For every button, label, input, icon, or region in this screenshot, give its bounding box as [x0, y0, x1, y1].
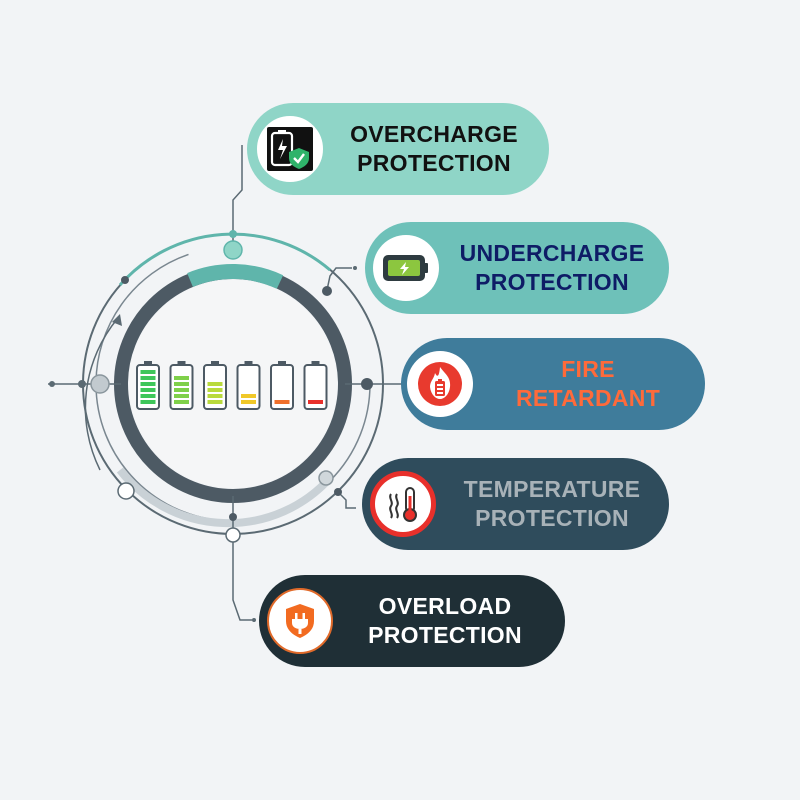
battery-level-segment [174, 394, 189, 398]
fire-line1: FIRE [561, 356, 615, 382]
connector-overcharge [232, 145, 243, 250]
arc-arrowhead [112, 314, 122, 326]
overcharge-line2: PROTECTION [357, 150, 511, 176]
top-small-dot [229, 230, 237, 238]
battery-level-segment [140, 388, 156, 392]
battery-level-segment [140, 376, 156, 380]
fire-icon-circle [407, 351, 473, 417]
battery-level-segment [140, 382, 156, 386]
battery-level-segment [274, 400, 290, 404]
main-ring-teal-segment [187, 264, 284, 289]
battery-level-segment [140, 370, 156, 374]
bottom-dot [229, 513, 237, 521]
battery-levels [136, 361, 328, 410]
battery-shield-icon [267, 127, 313, 171]
undercharge-line1: UNDERCHARGE [459, 240, 645, 266]
upper-left-dot [121, 276, 129, 284]
battery-level-segment [207, 394, 223, 398]
battery-cap [244, 361, 253, 365]
charging-battery-icon [383, 255, 428, 281]
undercharge-node [322, 286, 332, 296]
battery-level-segment [241, 394, 256, 398]
battery-level-segment [308, 400, 323, 404]
overload-protection-card: OVERLOAD PROTECTION [259, 575, 565, 667]
overload-label: OVERLOAD PROTECTION [345, 592, 545, 650]
fire-line2: RETARDANT [515, 385, 661, 411]
connector-undercharge [326, 267, 352, 291]
undercharge-label: UNDERCHARGE PROTECTION [445, 239, 659, 297]
plug-shield-icon [286, 604, 314, 638]
temperature-icon-circle [370, 471, 436, 537]
battery-cap [278, 361, 286, 365]
left-arc-arrow [84, 317, 119, 471]
overcharge-protection-card: OVERCHARGE PROTECTION [247, 103, 549, 195]
left-dot [78, 380, 86, 388]
outer-ring-teal-arc [118, 232, 331, 286]
connector-temperature [337, 491, 356, 509]
bottom-node [225, 527, 241, 543]
overcharge-line1: OVERCHARGE [350, 121, 518, 147]
battery-cap [211, 361, 219, 365]
top-node [223, 240, 243, 260]
undercharge-protection-card: UNDERCHARGE PROTECTION [365, 222, 669, 314]
lower-left-node [117, 482, 135, 500]
battery-level-segment [140, 400, 156, 404]
battery-level-segment [207, 400, 223, 404]
battery-cap [144, 361, 152, 365]
connector-overload [232, 496, 252, 621]
temperature-label: TEMPERATURE PROTECTION [442, 475, 662, 533]
temperature-protection-card: TEMPERATURE PROTECTION [362, 458, 669, 550]
undercharge-icon-circle [373, 235, 439, 301]
overload-line2: PROTECTION [368, 622, 522, 648]
right-node [361, 378, 373, 390]
battery-level-segment [174, 376, 189, 380]
battery-level-segment [241, 400, 256, 404]
temperature-line1: TEMPERATURE [463, 476, 641, 502]
fire-retardant-card: FIRE RETARDANT [401, 338, 705, 430]
fire-label: FIRE RETARDANT [481, 355, 695, 413]
light-bottom-arc [116, 467, 333, 528]
battery-level-segment [207, 382, 223, 386]
overload-icon-circle [267, 588, 333, 654]
battery-cap [177, 361, 186, 365]
temperature-line2: PROTECTION [475, 505, 629, 531]
overload-end-dot [252, 618, 256, 622]
left-end-dot [49, 381, 55, 387]
undercharge-line2: PROTECTION [475, 269, 629, 295]
temperature-node [334, 488, 342, 496]
battery-level-segment [207, 388, 223, 392]
battery-body [303, 364, 328, 410]
battery-level-segment [174, 382, 189, 386]
overload-line1: OVERLOAD [378, 593, 512, 619]
battery-level-segment [174, 388, 189, 392]
battery-body [270, 364, 294, 410]
fire-battery-icon [418, 362, 462, 406]
left-node [90, 374, 110, 394]
overcharge-icon-circle [257, 116, 323, 182]
lower-right-node [318, 470, 334, 486]
inner-disk [129, 280, 337, 488]
battery-level-segment [140, 394, 156, 398]
overcharge-label: OVERCHARGE PROTECTION [331, 120, 537, 178]
battery-cap [311, 361, 320, 365]
battery-level-segment [174, 400, 189, 404]
thermometer-heat-icon [389, 487, 417, 522]
undercharge-end-dot [353, 266, 357, 270]
